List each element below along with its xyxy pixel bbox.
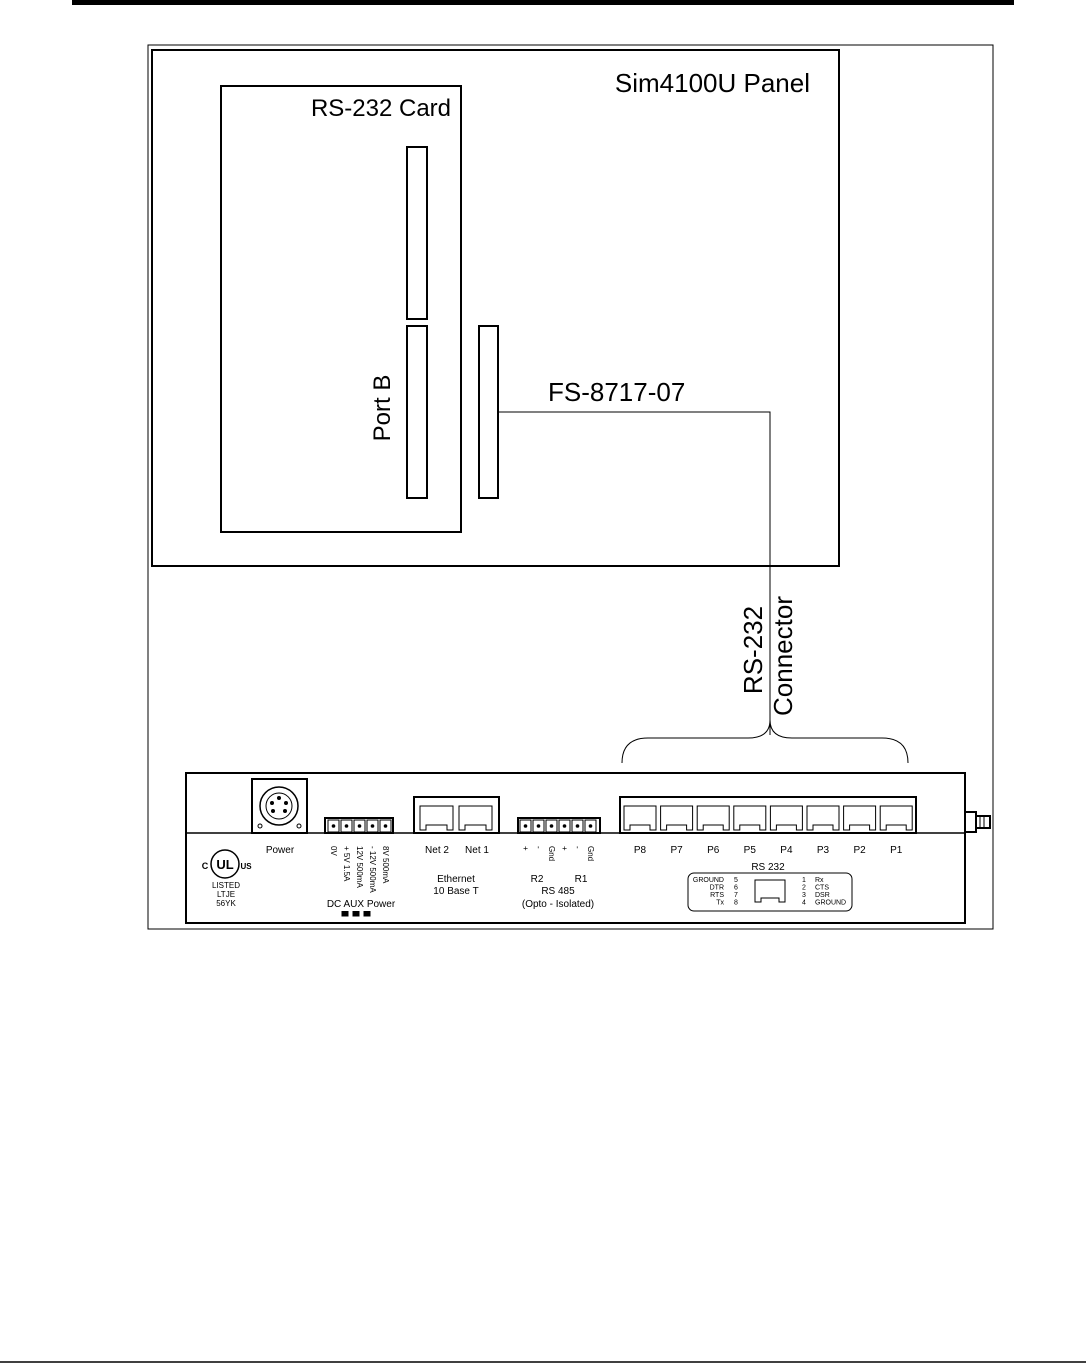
side-connector-tip [975,815,991,829]
rs232-port-label-p4: P4 [780,845,793,856]
rs485-pin-1: - [534,846,543,849]
ethernet-title-line1: Ethernet [437,874,475,885]
ul-mark-text: UL [216,857,233,872]
rs232-port-label-p1: P1 [890,845,903,856]
figure-frame [147,44,994,930]
rs485-pin-2: Gnd [547,846,556,861]
ethernet-port-net1[interactable] [458,805,493,831]
top-rule [72,0,1014,5]
rs232-port-p8[interactable] [623,805,657,831]
rs485-group-r2: R2 [531,874,544,885]
rs232-port-row [623,805,913,831]
rs232-title: RS 232 [751,862,785,873]
rs232-port-p3[interactable] [806,805,840,831]
pinout-legend [687,872,853,912]
power-label: Power [266,845,295,856]
rs485-title-line1: RS 485 [541,886,575,897]
card-header-port-b [406,325,428,499]
ethernet-port-net2[interactable] [419,805,454,831]
pinout-left-pin: 6 [734,885,738,892]
pinout-right-name: Rx [815,877,824,884]
cable-label: FS-8717-07 [548,377,685,407]
ethernet-title-line2: 10 Base T [433,886,478,897]
card-title: RS-232 Card [311,95,451,122]
rs232-port-labels: P8 P7 P6 P5 P4 P3 P2 P1 [634,845,903,856]
pinout-left-name: Tx [716,900,724,907]
rs232-port-p2[interactable] [843,805,877,831]
pinout-left-pin: 5 [734,877,738,884]
ports-brace [621,719,909,764]
aux-pin-1: + 5V 1.5A [342,846,351,882]
rs232-port-p1[interactable] [879,805,913,831]
power-din-icon [259,786,299,826]
aux-pin-0: 0V [329,846,338,856]
ethernet-net2-label: Net 2 [425,845,449,856]
card-header-top [406,146,428,320]
aux-pin-2: 12V 500mA [355,846,364,888]
pinout-jack-icon [754,879,786,903]
ul-c-text: C [202,861,209,871]
aux-terminal-block [324,817,394,834]
pinout-right-pin: 3 [802,892,806,899]
rs232-port-label-p7: P7 [670,845,683,856]
panel-title: Sim4100U Panel [615,68,810,98]
rs232-port-p7[interactable] [660,805,694,831]
rs232-port-block [619,796,917,834]
ethernet-block [413,796,500,834]
ul-logo-icon [210,849,240,879]
rs485-terminal-block [517,817,601,834]
aux-key-marks [341,911,371,917]
aux-pin-4: 8V 500mA [381,846,390,884]
ul-code2: 56YK [216,899,236,908]
rs485-pin-0: + [521,846,530,851]
rs485-group-r1: R1 [575,874,588,885]
pinout-left-name: GROUND [693,877,724,884]
ul-code1: LTJE [217,890,235,899]
pinout-right-pin: 4 [802,900,806,907]
side-connector [964,811,977,833]
pinout-right-name: DSR [815,892,830,899]
rs232-port-p4[interactable] [769,805,803,831]
pinout-left-name: RTS [710,892,724,899]
pinout-left-pin: 8 [734,900,738,907]
pinout-left-name: DTR [710,885,724,892]
pinout-right-name: GROUND [815,900,846,907]
cable-line [498,411,771,735]
rs232-port-label-p5: P5 [744,845,757,856]
aux-pin-3: - 12V 500mA [368,846,377,893]
rs485-title-line2: (Opto - Isolated) [522,899,594,910]
rs232-port-p6[interactable] [696,805,730,831]
ul-listing-mark: UL C US [202,849,252,879]
rs232-port-label-p3: P3 [817,845,830,856]
pinout-right-pin: 2 [802,885,806,892]
connector-label-line1: RS-232 [738,606,768,694]
rs232-port-label-p8: P8 [634,845,647,856]
rs232-port-label-p6: P6 [707,845,720,856]
ethernet-net1-label: Net 1 [465,845,489,856]
rs485-pin-3: + [560,846,569,851]
pinout-right-pin: 1 [802,877,806,884]
ul-listed: LISTED [212,881,240,890]
pinout-right: 1 Rx 2 CTS 3 DSR 4 GROUND [802,877,846,907]
pinout-left-pin: 7 [734,892,738,899]
rs485-pin-4: - [573,846,582,849]
rs232-port-p5[interactable] [733,805,767,831]
connector-label-line2: Connector [768,596,798,716]
pinout-right-name: CTS [815,885,829,892]
ul-us-text: US [240,862,252,871]
port-b-label: Port B [369,375,396,442]
aux-title: DC AUX Power [327,899,396,910]
cable-connector [478,325,499,499]
rs232-port-label-p2: P2 [853,845,866,856]
rs485-pin-5: Gnd [586,846,595,861]
